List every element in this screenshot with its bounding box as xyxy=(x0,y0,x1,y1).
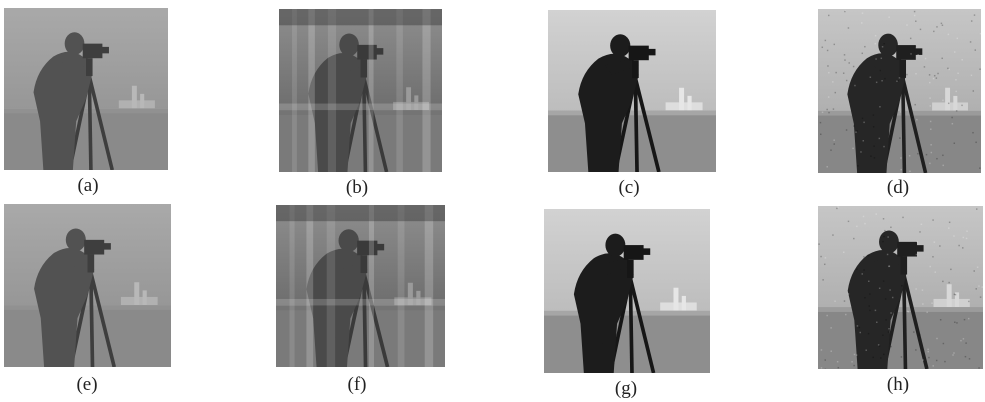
cameraman-photo xyxy=(4,204,171,367)
panel-f-image xyxy=(276,205,445,367)
caption-g: (g) xyxy=(614,378,638,399)
cameraman-photo xyxy=(4,8,168,170)
panel-b-image xyxy=(279,9,442,172)
panel-c-image xyxy=(548,10,716,172)
caption-d: (d) xyxy=(886,177,910,198)
cameraman-photo xyxy=(276,205,445,367)
cameraman-photo xyxy=(818,206,983,369)
panel-g-image xyxy=(544,209,710,373)
panel-a-image xyxy=(4,8,168,170)
panel-e-image xyxy=(4,204,171,367)
caption-c: (c) xyxy=(618,177,640,198)
caption-b: (b) xyxy=(345,177,369,198)
cameraman-photo xyxy=(279,9,442,172)
caption-h: (h) xyxy=(886,374,910,395)
caption-e: (e) xyxy=(76,374,98,395)
cameraman-photo xyxy=(818,9,981,173)
panel-h-image xyxy=(818,206,983,369)
caption-a: (a) xyxy=(77,175,99,196)
cameraman-photo xyxy=(544,209,710,373)
panel-d-image xyxy=(818,9,981,173)
caption-f: (f) xyxy=(347,374,367,395)
cameraman-photo xyxy=(548,10,716,172)
